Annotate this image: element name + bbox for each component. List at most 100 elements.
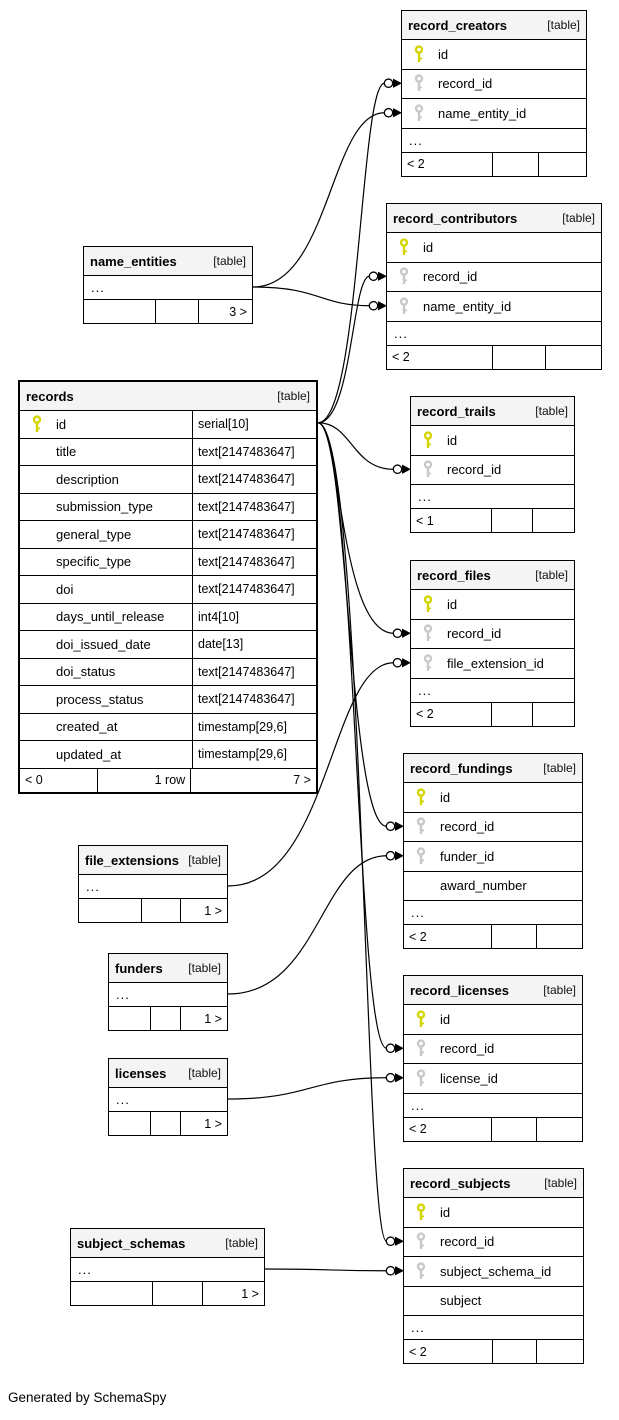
table-header[interactable]: record_creators[table] — [402, 11, 586, 39]
more-columns-ellipsis: ... — [411, 677, 574, 702]
column-name: record_id — [447, 626, 502, 642]
table-header[interactable]: record_trails[table] — [411, 397, 574, 425]
footer-cell — [490, 509, 532, 532]
table-name: file_extensions — [85, 852, 179, 868]
footer-cell — [84, 300, 155, 323]
footer-cell — [538, 152, 586, 176]
column-name: subject — [440, 1293, 482, 1309]
footer-cell — [531, 509, 574, 532]
footer-cell — [152, 1282, 202, 1305]
table-footer: 3 > — [84, 299, 252, 323]
table-header[interactable]: record_files[table] — [411, 561, 574, 589]
table-subject_schemas[interactable]: subject_schemas[table]...1 > — [70, 1228, 265, 1306]
footer-cell: < 0 — [25, 773, 43, 787]
table-funders[interactable]: funders[table]...1 > — [108, 953, 228, 1031]
primary-key-icon — [414, 45, 423, 62]
footer-cell — [109, 1112, 150, 1135]
edge-circle-terminator — [383, 78, 394, 89]
column-row-record_id: record_id — [404, 1226, 583, 1257]
more-columns-ellipsis: ... — [71, 1257, 264, 1281]
column-name: updated_at — [56, 746, 122, 762]
key-slot — [397, 267, 410, 286]
column-row-subject: subject — [404, 1285, 583, 1316]
more-columns-ellipsis: ... — [84, 275, 252, 299]
foreign-key-icon — [416, 817, 425, 835]
more-columns-ellipsis: ... — [404, 1315, 583, 1339]
primary-key-icon — [416, 788, 425, 805]
column-type: int4[10] — [198, 609, 240, 624]
table-footer: < 2 — [387, 344, 601, 369]
column-type: text[2147483647] — [198, 554, 295, 569]
table-footer: < 2 — [411, 701, 574, 726]
footer-cell: 1 > — [179, 1112, 227, 1135]
table-name: record_fundings — [410, 760, 513, 776]
column-name: record_id — [447, 462, 502, 478]
table-type-tag: [table] — [544, 1176, 577, 1190]
table-header[interactable]: name_entities[table] — [84, 247, 252, 275]
fk-edge — [252, 112, 385, 288]
key-slot — [412, 45, 425, 64]
column-name: submission_type — [56, 499, 153, 515]
table-type-tag: [table] — [535, 568, 568, 582]
table-header[interactable]: funders[table] — [109, 954, 227, 982]
table-licenses[interactable]: licenses[table]...1 > — [108, 1058, 228, 1136]
table-name: records — [26, 388, 74, 404]
table-type-tag: [table] — [188, 1066, 221, 1080]
table-header[interactable]: licenses [table] — [109, 1059, 227, 1087]
key-slot — [414, 1069, 427, 1088]
column-row-record_id: record_id — [402, 68, 586, 99]
foreign-key-icon — [399, 297, 408, 314]
edge-circle-terminator — [385, 821, 396, 832]
column-row-id: id — [404, 1004, 582, 1034]
table-header[interactable]: record_licenses[table] — [404, 976, 582, 1004]
edge-circle-terminator — [383, 107, 394, 118]
table-name: licenses — [115, 1065, 167, 1081]
column-name: process_status — [56, 691, 144, 707]
column-name: id — [440, 789, 451, 805]
table-header[interactable]: record_contributors[table] — [387, 204, 601, 232]
table-file_extensions[interactable]: file_extensions[table]...1 > — [78, 845, 228, 923]
column-type: text[2147483647] — [198, 444, 295, 459]
table-header[interactable]: subject_schemas[table] — [71, 1229, 264, 1257]
column-name: general_type — [56, 526, 132, 542]
column-row-name_entity_id: name_entity_id — [387, 291, 601, 321]
column-type: text[2147483647] — [198, 692, 295, 707]
table-header[interactable]: record_fundings[table] — [404, 754, 582, 782]
footer-cell: 7 > — [190, 768, 316, 792]
column-name: record_id — [423, 269, 478, 285]
fk-edge — [317, 422, 388, 1242]
more-columns-ellipsis: ... — [109, 982, 227, 1006]
column-row-record_id: record_id — [404, 811, 582, 842]
table-name_entities[interactable]: name_entities[table]...3 > — [83, 246, 253, 324]
column-row-id: id — [402, 39, 586, 69]
footer-cell — [535, 1117, 582, 1141]
foreign-key-icon — [414, 74, 423, 92]
table-name: name_entities — [90, 253, 177, 269]
foreign-key-icon — [416, 1232, 425, 1250]
table-type-tag: [table] — [562, 211, 595, 225]
more-columns-ellipsis: ... — [402, 127, 586, 152]
column-name: id — [440, 1011, 451, 1027]
key-slot — [414, 1203, 427, 1222]
fk-edge — [317, 422, 388, 1049]
table-header[interactable]: file_extensions[table] — [79, 846, 227, 874]
key-slot — [414, 817, 427, 836]
column-type: date[13] — [198, 637, 244, 652]
column-row-record_id: record_id — [411, 618, 574, 649]
foreign-key-icon — [423, 654, 432, 671]
column-name: record_id — [438, 76, 493, 92]
table-header[interactable]: records[table] — [20, 382, 316, 410]
table-header[interactable]: record_subjects[table] — [404, 1169, 583, 1197]
